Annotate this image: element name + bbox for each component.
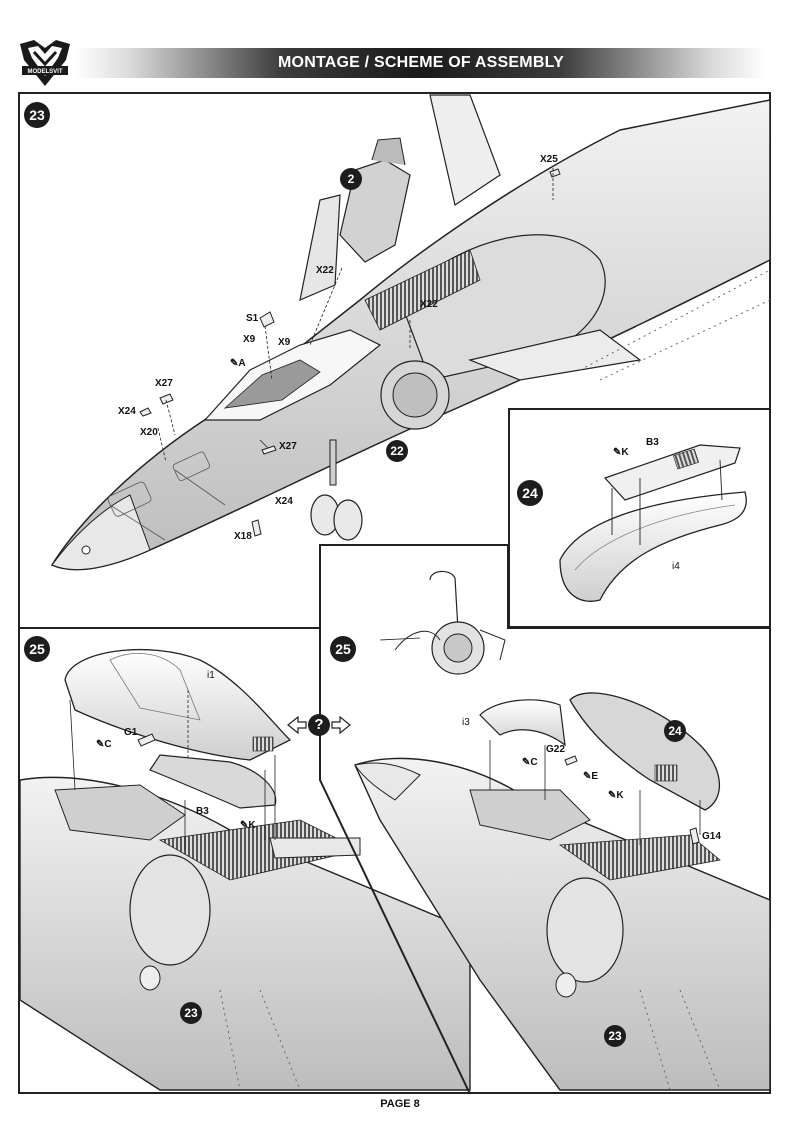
logo-text: MODELSVIT	[27, 69, 62, 75]
part-label-x25: X25	[540, 154, 558, 165]
part-label-x22-b: X22	[420, 299, 438, 310]
part-label-i4: i4	[672, 561, 680, 572]
part-label-x9-a: X9	[243, 334, 256, 345]
part-label-g22: G22	[546, 744, 565, 755]
step25-left-aircraft-drawing	[19, 649, 471, 1091]
subassembly-23-ref-right-badge: 23	[604, 1025, 626, 1047]
option-choice-indicator: ?	[284, 712, 354, 738]
part-label-x24-a: X24	[118, 406, 136, 417]
step-25-right-badge: 25	[330, 636, 356, 662]
paint-code-e: E	[591, 771, 599, 782]
part-label-x18: X18	[234, 531, 252, 542]
paint-label-c-left: ✎C	[96, 739, 112, 750]
page-title: MONTAGE / SCHEME OF ASSEMBLY	[278, 54, 564, 71]
part-label-x24-b: X24	[275, 496, 293, 507]
part-label-x9-b: X9	[278, 337, 291, 348]
subassembly-23-ref-left-badge: 23	[180, 1002, 202, 1024]
paint-label-c-right: ✎C	[522, 757, 538, 768]
paint-label-e: ✎E	[583, 771, 599, 782]
paint-label-a: ✎A	[230, 358, 246, 369]
part-label-g1: G1	[124, 727, 138, 738]
subassembly-24-ref-badge: 24	[664, 720, 686, 742]
paint-label-k-right: ✎K	[608, 790, 624, 801]
part-label-x27-a: X27	[155, 378, 173, 389]
paint-code-c: C	[530, 757, 538, 768]
step-23-badge: 23	[24, 102, 50, 128]
page-number: PAGE 8	[380, 1098, 420, 1110]
step23-aircraft-drawing	[50, 94, 771, 571]
paint-label-k-step24: ✎K	[613, 447, 629, 458]
step-25-left-badge: 25	[24, 636, 50, 662]
part-label-i1: i1	[207, 670, 215, 681]
part-label-x22-a: X22	[316, 265, 334, 276]
step24-panel	[508, 408, 771, 628]
part-label-x20: X20	[140, 427, 158, 438]
part-label-x27-b: X27	[279, 441, 297, 452]
paint-code-k: K	[621, 447, 629, 458]
paint-code-k: K	[248, 820, 256, 831]
subassembly-2-badge: 2	[340, 168, 362, 190]
cockpit-detail-inset-drawing	[372, 570, 506, 680]
part-label-i3: i3	[462, 717, 470, 728]
paint-label-k-left: ✎K	[240, 820, 256, 831]
paint-code-k: K	[616, 790, 624, 801]
step-24-badge: 24	[517, 480, 543, 506]
part-label-b3-step25: B3	[196, 806, 209, 817]
header-bar	[76, 48, 766, 78]
question-icon: ?	[314, 716, 324, 733]
part-label-s1: S1	[246, 313, 259, 324]
paint-code-c: C	[104, 739, 112, 750]
modelsvit-logo: MODELSVIT	[16, 38, 74, 88]
paint-code-a: A	[238, 358, 246, 369]
part-label-g14: G14	[702, 831, 721, 842]
subassembly-22-badge: 22	[386, 440, 408, 462]
part-label-b3-step24: B3	[646, 437, 659, 448]
